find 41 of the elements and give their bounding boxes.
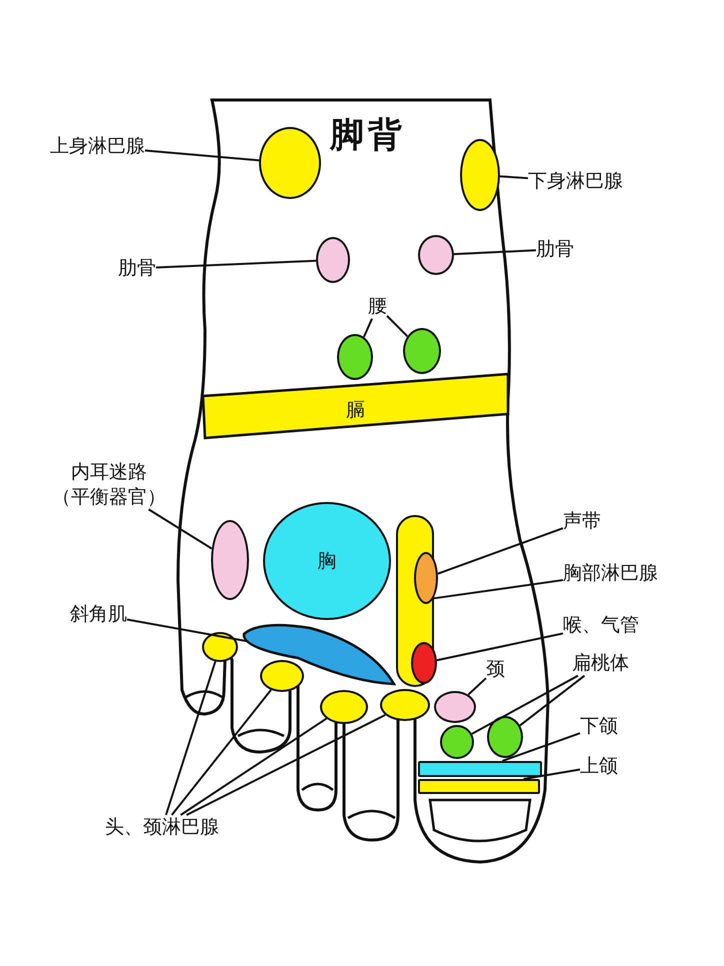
reflex-zone (411, 642, 437, 684)
leader-line (523, 768, 580, 780)
leader-line (454, 249, 536, 256)
zone-label: 肋骨 (118, 256, 156, 281)
reflex-zone (414, 552, 438, 604)
zone-label: 头、颈淋巴腺 (105, 815, 219, 840)
leader-line (386, 315, 408, 338)
reflex-band (418, 761, 542, 777)
leader-line (144, 149, 260, 162)
leader-line (438, 527, 564, 575)
leader-line (180, 718, 327, 816)
leader-line (148, 508, 212, 550)
leader-line (156, 260, 316, 269)
zone-label: 上颌 (580, 754, 618, 779)
zone-label: 内耳迷路 （平衡器官） (52, 460, 166, 510)
zone-label: 胸部淋巴腺 (563, 561, 658, 586)
leader-line (500, 175, 528, 180)
leader-line (471, 674, 578, 735)
leader-line (126, 618, 247, 642)
reflex-zone (240, 622, 396, 686)
zone-label: 腰 (368, 294, 387, 319)
leader-line (171, 689, 272, 816)
reflex-band (418, 779, 540, 794)
diaphragm-band: 膈 (203, 374, 508, 440)
leader-line (362, 318, 373, 338)
zone-label: 肋骨 (536, 237, 574, 262)
leader-line (186, 714, 386, 816)
leader-line (434, 579, 564, 600)
zone-label: 下身淋巴腺 (528, 169, 623, 194)
zone-label: 斜角肌 (70, 602, 127, 627)
zone-label: 声带 (563, 509, 601, 534)
leader-line (165, 661, 216, 816)
zone-label: 上身淋巴腺 (50, 134, 145, 159)
leader-line (436, 632, 564, 662)
zone-label: 喉、气管 (563, 613, 639, 638)
zone-label: 扁桃体 (572, 651, 629, 676)
zone-label: 下颌 (580, 714, 618, 739)
leader-line (519, 674, 586, 726)
zone-label: 颈 (486, 657, 505, 682)
leader-line (468, 677, 487, 696)
diagram-title: 脚背 (330, 114, 406, 157)
